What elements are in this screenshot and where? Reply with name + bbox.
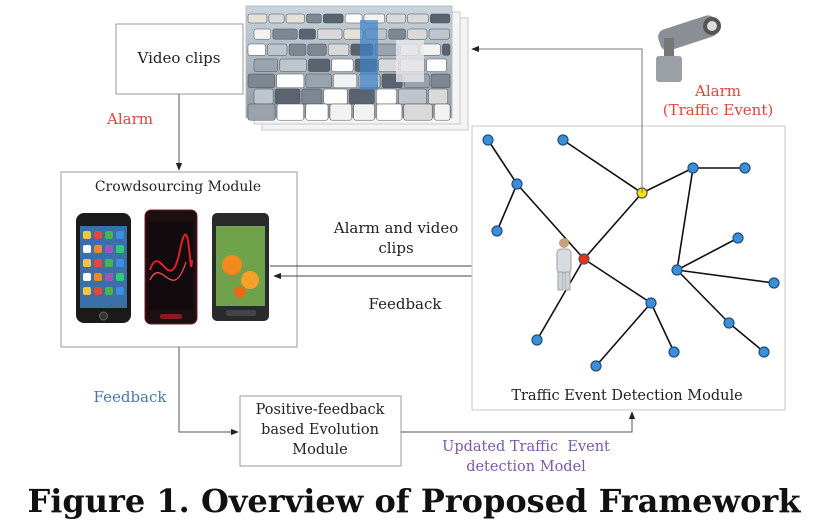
alarm-right-label-1: Alarm xyxy=(694,82,741,100)
alarm-video-label-2: clips xyxy=(378,239,413,257)
detection-box xyxy=(471,125,786,411)
arrow-evolution-to-detection xyxy=(401,411,636,433)
evolution-label-2: based Evolution xyxy=(261,422,379,438)
figure-caption: Figure 1. Overview of Proposed Framework xyxy=(28,482,802,520)
arrow-alarm-to-video xyxy=(471,45,643,193)
iphone-icon xyxy=(76,213,131,323)
event-node-red xyxy=(578,253,590,265)
evolution-box xyxy=(239,395,402,467)
feedback-left-label: Feedback xyxy=(94,388,168,406)
video-clips-box xyxy=(115,23,244,95)
arrow-crowd-to-evolution xyxy=(178,347,239,436)
alarm-video-label-1: Alarm and video xyxy=(333,219,459,237)
android-phone-icon xyxy=(212,213,269,321)
red-smartphone-icon xyxy=(144,209,198,325)
person-icon xyxy=(556,238,572,291)
network-graph xyxy=(482,134,780,372)
updated-model-label-1: Updated Traffic Event xyxy=(442,439,610,455)
updated-model-label-2: detection Model xyxy=(466,459,586,475)
alarm-right-label-2: (Traffic Event) xyxy=(663,101,773,119)
crowdsourcing-label: Crowdsourcing Module xyxy=(95,179,261,195)
alarm-left-label: Alarm xyxy=(106,110,153,128)
traffic-jam-photo xyxy=(245,5,469,131)
cctv-camera-icon xyxy=(656,15,721,82)
detection-label: Traffic Event Detection Module xyxy=(511,388,742,404)
video-clips-label: Video clips xyxy=(137,49,221,67)
evolution-label-3: Module xyxy=(292,442,347,458)
feedback-middle-label: Feedback xyxy=(369,295,443,313)
evolution-label-1: Positive-feedback xyxy=(256,402,385,418)
